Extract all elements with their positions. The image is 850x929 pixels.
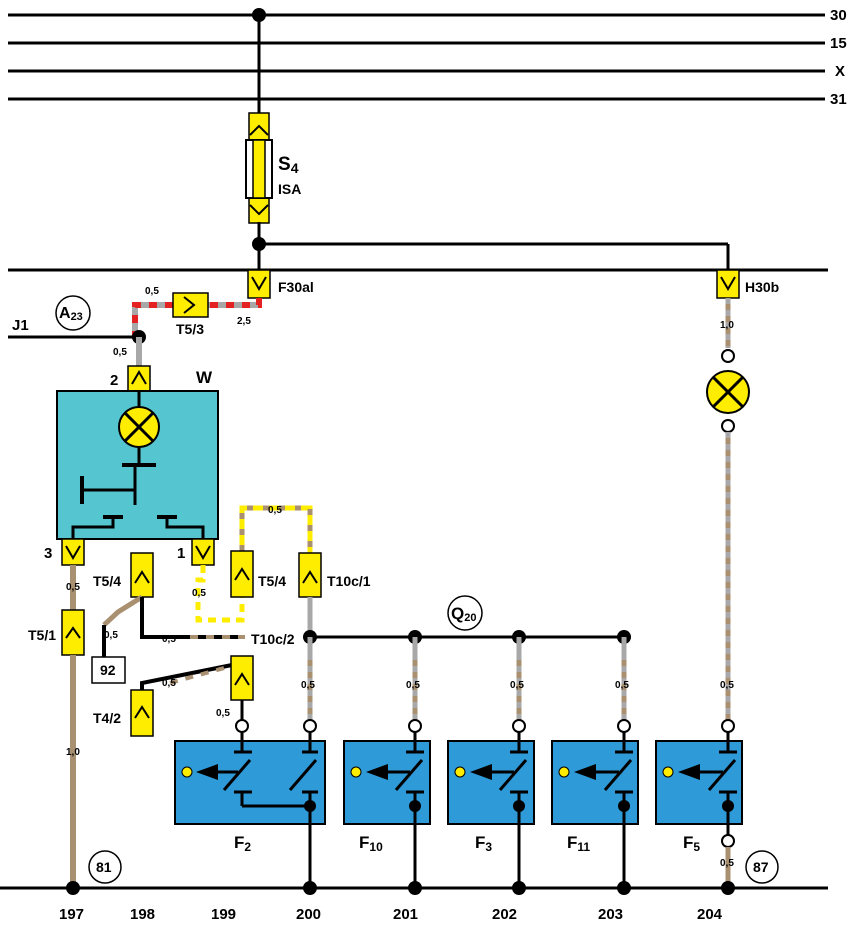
bus-label-x: X xyxy=(835,63,845,80)
label-a23: A23 xyxy=(59,305,83,323)
wire-size: 0,5 xyxy=(66,582,80,593)
wire-size: 0,5 xyxy=(162,634,176,645)
wire-size: 0,5 xyxy=(113,347,127,358)
fuse-s4 xyxy=(245,112,273,224)
column-199: 199 xyxy=(211,906,236,923)
wire-size: 1,0 xyxy=(66,747,80,758)
wire-size: 0,5 xyxy=(720,858,734,869)
column-202: 202 xyxy=(492,906,517,923)
column-197: 197 xyxy=(59,906,84,923)
wire-size: 0,5 xyxy=(720,680,734,691)
box-92-label: 92 xyxy=(100,662,116,678)
box-92 xyxy=(91,656,126,684)
wire-red-grey xyxy=(132,298,262,337)
bus-label-15: 15 xyxy=(830,35,847,52)
wire-size: 0,5 xyxy=(145,286,159,297)
wire-size: 1,0 xyxy=(720,320,734,331)
pin-1-label: 1 xyxy=(177,545,185,562)
connector-f30al: F30al xyxy=(278,279,314,295)
module-w-label: W xyxy=(196,368,213,387)
switch-label-f11: F11 xyxy=(567,833,590,854)
circle-81 xyxy=(88,850,122,884)
connector-t5-4b: T5/4 xyxy=(258,573,286,589)
switch-f11 xyxy=(551,732,639,888)
connector-t4-2: T4/2 xyxy=(93,710,121,726)
column-203: 203 xyxy=(598,906,623,923)
column-201: 201 xyxy=(393,906,418,923)
fuse-label: S4 xyxy=(278,154,299,176)
wire-size: 0,5 xyxy=(268,505,282,516)
connector-t10c-1: T10c/1 xyxy=(327,573,371,589)
circle-a23 xyxy=(55,295,91,331)
label-j1: J1 xyxy=(12,317,29,334)
pin-2-label: 2 xyxy=(110,372,118,389)
wire-size: 0,5 xyxy=(301,680,315,691)
wire-size: 0,5 xyxy=(510,680,524,691)
switch-label-f3: F3 xyxy=(475,833,492,854)
connector-h30b: H30b xyxy=(745,279,779,295)
pin-3-label: 3 xyxy=(44,545,52,562)
wire-size: 0,5 xyxy=(615,680,629,691)
wire-size: 2,5 xyxy=(237,316,251,327)
switch-label-f2: F2 xyxy=(234,833,251,854)
label-81: 81 xyxy=(96,859,112,875)
wire-size: 0,5 xyxy=(406,680,420,691)
switch-f3 xyxy=(447,732,535,888)
label-87: 87 xyxy=(753,859,769,875)
fuse-rating: ISA xyxy=(278,181,301,197)
wire-yellow-brown xyxy=(195,505,313,623)
connector-t5-4a: T5/4 xyxy=(93,573,121,589)
column-200: 200 xyxy=(296,906,321,923)
bus-label-31: 31 xyxy=(830,91,847,108)
wire-size: 0,5 xyxy=(192,588,206,599)
label-q20: Q20 xyxy=(451,604,476,624)
bus-label-30: 30 xyxy=(830,7,847,24)
switch-f10 xyxy=(343,732,431,888)
connector-t5-3: T5/3 xyxy=(176,321,204,337)
circle-q20 xyxy=(447,595,483,631)
column-204: 204 xyxy=(697,906,723,923)
switch-label-f10: F10 xyxy=(359,833,383,854)
column-198: 198 xyxy=(130,906,155,923)
wire-size: 0,5 xyxy=(216,708,230,719)
wire-size: 0,5 xyxy=(104,630,118,641)
connector-t5-1: T5/1 xyxy=(28,627,56,643)
switch-label-f5: F5 xyxy=(683,833,700,854)
connector-t10c-2: T10c/2 xyxy=(251,631,295,647)
switch-f5 xyxy=(655,732,743,888)
switch-f2 xyxy=(174,732,326,888)
wire-size: 0,5 xyxy=(162,678,176,689)
circle-87 xyxy=(745,850,779,884)
wires-q20 xyxy=(307,637,627,720)
